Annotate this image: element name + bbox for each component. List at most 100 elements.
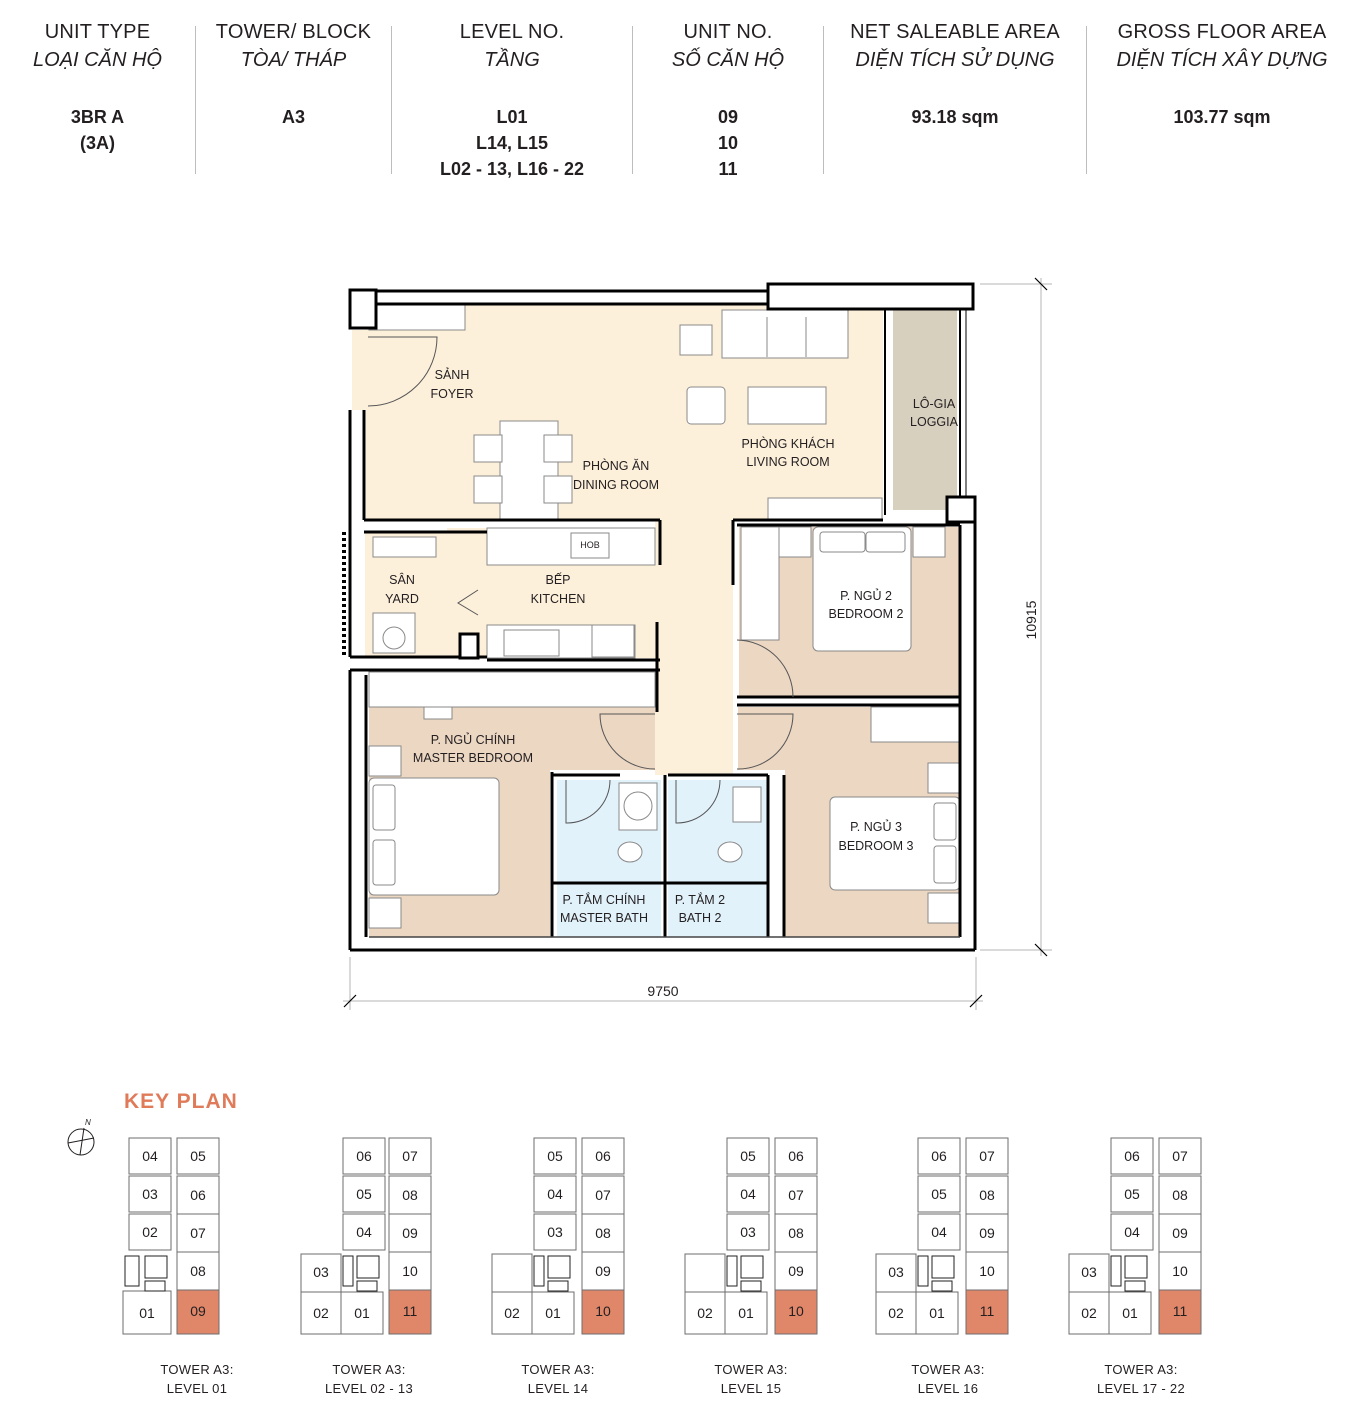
wardrobe xyxy=(740,526,780,641)
svg-text:02: 02 xyxy=(142,1224,158,1240)
net-area-value-line: 93.18 sqm xyxy=(911,107,999,127)
dim-tick xyxy=(343,994,357,1008)
gross-area-title: GROSS FLOOR AREA xyxy=(1117,21,1327,43)
dining-label-vi: PHÒNG ĂN xyxy=(583,458,650,473)
svg-text:03: 03 xyxy=(547,1224,563,1240)
net-area-value: 93.18 sqm xyxy=(824,104,1086,130)
svg-text:07: 07 xyxy=(1172,1148,1188,1164)
tv-console xyxy=(767,497,883,521)
highlighted-unit: 10 xyxy=(595,1303,611,1319)
master-bath-label-vi: P. TẮM CHÍNH xyxy=(563,892,646,907)
kitchen-label: KITCHEN xyxy=(531,592,586,606)
level-column: LEVEL NO. TẦNG L01 L14, L15 L02 - 13, L1… xyxy=(392,18,632,182)
pillow xyxy=(933,802,957,841)
key-plan-level-01: 04 03 02 01 05 06 07 08 09 TOWER A3:LEVE… xyxy=(97,1136,297,1406)
svg-text:04: 04 xyxy=(142,1148,158,1164)
kitchen-label-vi: BẾP xyxy=(545,572,570,587)
svg-text:07: 07 xyxy=(595,1187,611,1203)
dining-chair xyxy=(543,434,573,463)
svg-text:04: 04 xyxy=(740,1186,756,1202)
svg-text:05: 05 xyxy=(931,1186,947,1202)
master-wardrobe xyxy=(368,671,656,708)
unit-type-value: 3BR A (3A) xyxy=(0,104,195,156)
unit-no-value-line: 11 xyxy=(718,159,738,179)
svg-text:07: 07 xyxy=(788,1187,804,1203)
vanity xyxy=(732,786,762,823)
key-plan-caption: TOWER A3:LEVEL 14 xyxy=(521,1362,595,1396)
svg-text:01: 01 xyxy=(545,1305,561,1321)
level-value-line: L01 xyxy=(496,107,528,127)
height-dimension-label: 10915 xyxy=(1023,600,1039,639)
dining-chair xyxy=(473,475,503,504)
entry-door xyxy=(367,336,438,407)
key-plan-level-02-13: 06 05 04 01 03 02 07 08 09 10 11 TOWER A… xyxy=(291,1136,491,1406)
unit-type-value-line: 3BR A xyxy=(70,107,125,127)
svg-text:08: 08 xyxy=(788,1225,804,1241)
svg-text:02: 02 xyxy=(313,1305,329,1321)
key-plan-caption: TOWER A3:LEVEL 17 - 22 xyxy=(1097,1362,1185,1396)
column-divider xyxy=(632,26,633,174)
dining-chair xyxy=(473,434,503,463)
foyer-label-vi: SẢNH xyxy=(435,367,470,382)
sink xyxy=(503,629,560,657)
svg-text:01: 01 xyxy=(929,1305,945,1321)
nightstand xyxy=(927,762,961,794)
highlighted-unit: 11 xyxy=(980,1303,995,1319)
key-plan-caption: TOWER A3:LEVEL 02 - 13 xyxy=(325,1362,413,1396)
yard-folding-door xyxy=(457,589,479,616)
dim-tick xyxy=(1034,277,1048,291)
bed xyxy=(812,526,912,652)
svg-text:05: 05 xyxy=(356,1186,372,1202)
key-plan-level-15: 05 04 03 01 02 06 07 08 09 10 TOWER A3:L… xyxy=(677,1136,877,1406)
svg-text:01: 01 xyxy=(354,1305,370,1321)
bath2-door xyxy=(675,779,721,824)
wall-column xyxy=(348,288,378,330)
svg-text:04: 04 xyxy=(547,1186,563,1202)
unit-no-value: 09 10 11 xyxy=(633,104,823,182)
svg-text:09: 09 xyxy=(595,1263,611,1279)
svg-text:03: 03 xyxy=(740,1224,756,1240)
net-area-title-vi: DIỆN TÍCH SỬ DỤNG xyxy=(855,49,1055,71)
level-value-line: L14, L15 xyxy=(475,133,549,153)
key-plan-title: KEY PLAN xyxy=(124,1090,238,1113)
tower-value-line: A3 xyxy=(281,107,305,127)
bedroom2-door xyxy=(736,639,794,698)
svg-text:06: 06 xyxy=(356,1148,372,1164)
pillow xyxy=(933,845,957,884)
width-dimension-label: 9750 xyxy=(647,983,678,999)
wall-column xyxy=(766,282,975,311)
hob-label: HOB xyxy=(580,540,600,550)
dining-label: DINING ROOM xyxy=(573,478,659,492)
pillow xyxy=(865,531,906,553)
washer-drum xyxy=(382,626,406,650)
svg-text:07: 07 xyxy=(190,1225,206,1241)
walls xyxy=(348,282,977,952)
foyer-door-fill xyxy=(352,330,368,410)
unit-type-title: UNIT TYPE xyxy=(44,21,151,43)
svg-text:03: 03 xyxy=(888,1264,904,1280)
svg-text:03: 03 xyxy=(313,1264,329,1280)
dim-tick xyxy=(969,994,983,1008)
pillow xyxy=(372,839,396,886)
svg-text:05: 05 xyxy=(547,1148,563,1164)
master-bath-label: MASTER BATH xyxy=(560,911,648,925)
tower-value: A3 xyxy=(196,104,391,130)
svg-text:06: 06 xyxy=(788,1148,804,1164)
foyer-cabinet xyxy=(368,303,466,331)
svg-text:06: 06 xyxy=(595,1148,611,1164)
bath2-label: BATH 2 xyxy=(679,911,722,925)
svg-text:10: 10 xyxy=(402,1263,418,1279)
nightstand xyxy=(368,745,402,777)
gross-area-column: GROSS FLOOR AREA DIỆN TÍCH XÂY DỰNG 103.… xyxy=(1087,18,1350,130)
master-bedroom-label-vi: P. NGỦ CHÍNH xyxy=(431,732,516,747)
yard-rack xyxy=(372,536,437,558)
nightstand xyxy=(912,526,946,558)
key-plan-diagram: 06 05 04 01 03 02 07 08 09 10 11 xyxy=(300,1137,432,1335)
key-plan-caption: TOWER A3:LEVEL 16 xyxy=(911,1362,985,1396)
svg-text:03: 03 xyxy=(1081,1264,1097,1280)
fridge xyxy=(591,624,635,658)
wall-column xyxy=(945,495,977,524)
key-plan-diagram: 06 05 04 01 03 02 07 08 09 10 11 xyxy=(875,1137,1009,1335)
svg-text:04: 04 xyxy=(1124,1224,1140,1240)
toilet xyxy=(617,841,643,863)
